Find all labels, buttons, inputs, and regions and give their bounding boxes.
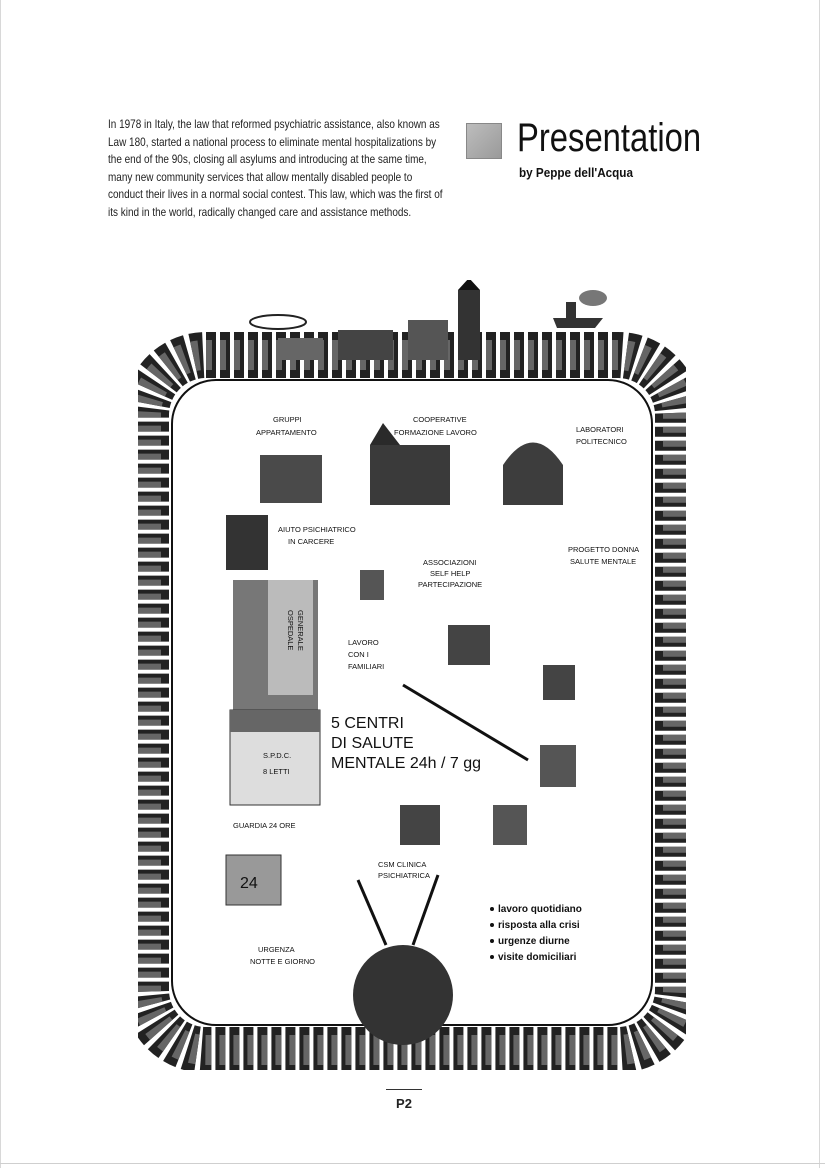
section-marker: [466, 123, 502, 159]
label-centri-3: MENTALE 24h / 7 gg: [331, 755, 481, 772]
label-associazioni: ASSOCIAZIONI: [423, 558, 476, 567]
mental-health-services-map: GRUPPI APPARTAMENTO COOPERATIVE FORMAZIO…: [138, 280, 686, 1070]
skyline: [249, 280, 607, 360]
label-partecipazione: PARTECIPAZIONE: [418, 580, 482, 589]
label-con-i: CON I: [348, 650, 369, 659]
label-csm-1: CSM CLINICA: [378, 860, 426, 869]
bullet-3: urgenze diurne: [498, 936, 570, 947]
clock-box: [225, 854, 282, 906]
label-ospedale: OSPEDALE: [286, 610, 295, 650]
label-selfhelp: SELF HELP: [430, 569, 470, 578]
label-laboratori: LABORATORI: [576, 425, 624, 434]
label-urgenza-1: URGENZA: [258, 945, 295, 954]
carcere-building: [226, 515, 268, 570]
page-number-rule: [386, 1089, 422, 1090]
page-edge-left: [0, 0, 1, 1168]
page-number: P2: [396, 1096, 412, 1111]
centres-ring: [400, 625, 576, 845]
byline: by Peppe dell'Acqua: [519, 165, 633, 180]
hospital-building: [229, 580, 321, 806]
label-familiari: FAMILIARI: [348, 662, 384, 671]
label-formazione: FORMAZIONE LAVORO: [394, 428, 477, 437]
label-centri-2: DI SALUTE: [331, 735, 414, 752]
page-title: Presentation: [517, 116, 702, 160]
top-buildings: [260, 423, 563, 505]
label-salute-mentale: SALUTE MENTALE: [570, 557, 636, 566]
label-guardia: GUARDIA 24 ORE: [233, 821, 296, 830]
bullet-dots: [490, 907, 494, 959]
city-globe: [353, 945, 453, 1045]
page-edge-bottom: [0, 1163, 825, 1164]
page-edge-right: [819, 0, 820, 1168]
label-lavoro: LAVORO: [348, 638, 379, 647]
label-clock: 24: [240, 875, 258, 892]
label-politecnico: POLITECNICO: [576, 437, 627, 446]
label-centri-1: 5 CENTRI: [331, 715, 404, 732]
label-csm-2: PSICHIATRICA: [378, 871, 430, 880]
label-gruppi: GRUPPI: [273, 415, 302, 424]
small-building: [360, 570, 384, 600]
label-urgenza-2: NOTTE E GIORNO: [250, 957, 315, 966]
label-cooperative: COOPERATIVE: [413, 415, 467, 424]
label-progetto: PROGETTO DONNA: [568, 545, 639, 554]
label-spdc: S.P.D.C.: [263, 751, 291, 760]
bullet-4: visite domiciliari: [498, 952, 577, 963]
label-letti: 8 LETTI: [263, 767, 290, 776]
label-appartamento: APPARTAMENTO: [256, 428, 317, 437]
label-carcere: IN CARCERE: [288, 537, 334, 546]
intro-paragraph: In 1978 in Italy, the law that reformed …: [108, 118, 443, 219]
label-aiuto: AIUTO PSICHIATRICO: [278, 525, 356, 534]
bullet-1: lavoro quotidiano: [498, 904, 582, 915]
label-generale: GENERALE: [296, 610, 305, 651]
bullet-2: risposta alla crisi: [498, 920, 580, 931]
